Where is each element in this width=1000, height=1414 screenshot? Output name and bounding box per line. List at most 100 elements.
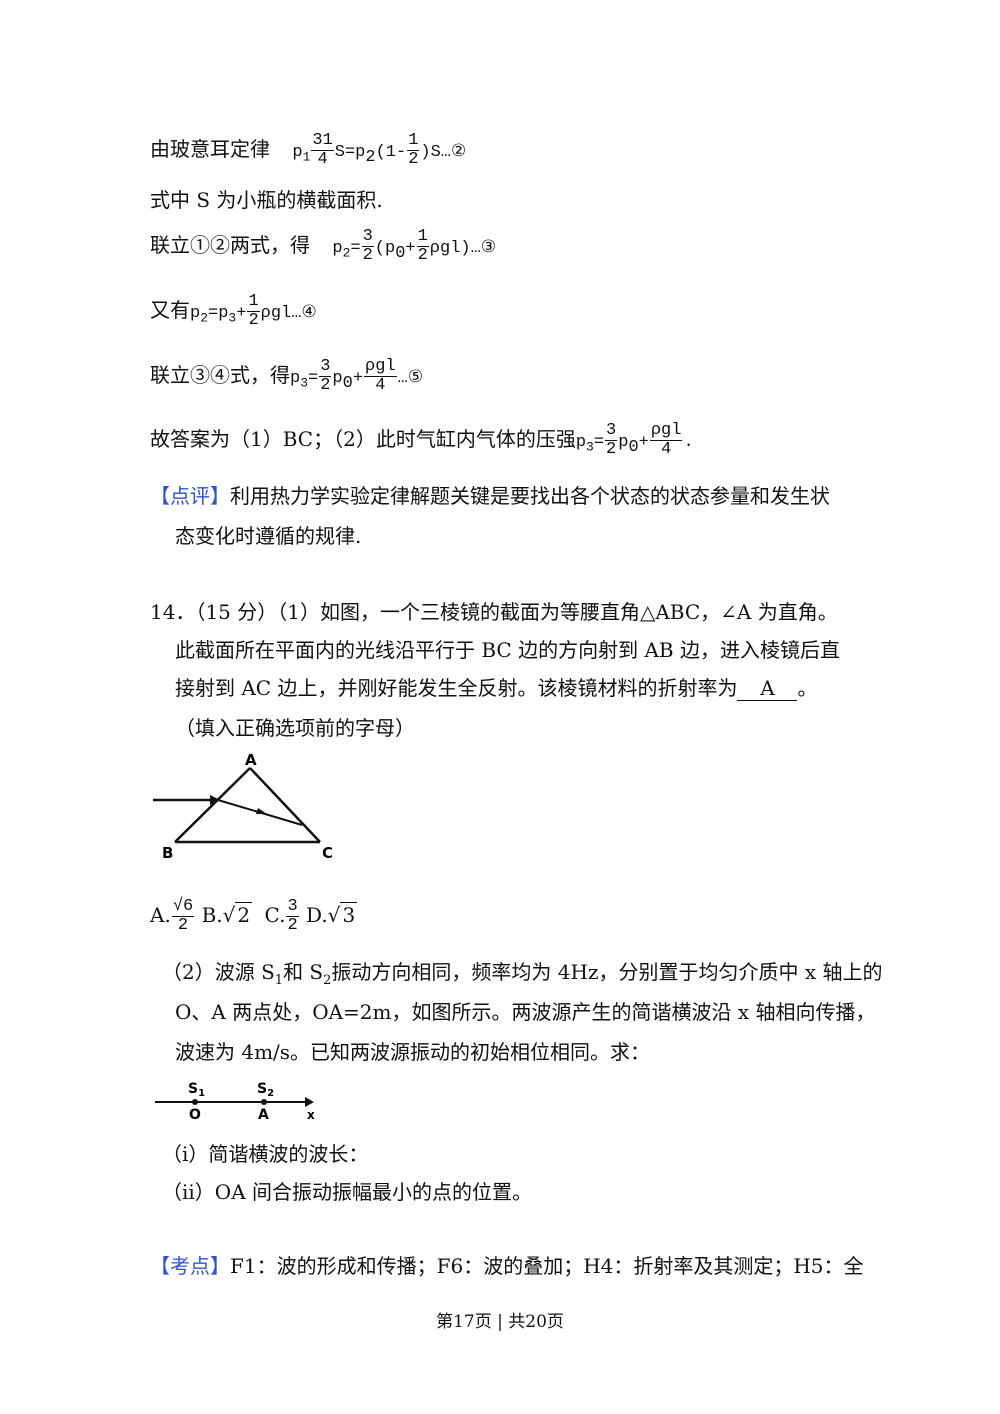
frac-num: 3: [361, 227, 374, 247]
review-line-1: 【点评】利用热力学实验定律解题关键是要找出各个状态的状态参量和发生状: [150, 484, 830, 508]
p0-sub: 0: [342, 373, 353, 393]
kaodian-tag: 【考点】: [150, 1254, 230, 1278]
p0-sub: 0: [628, 437, 639, 457]
s1-symbol: S: [188, 1081, 198, 1097]
q14-line-3-text: 接射到 AC 边上，并刚好能发生全反射。该棱镜材料的折射率为: [175, 676, 738, 700]
frac-num: 31: [311, 131, 334, 151]
frac-den: 2: [417, 245, 428, 265]
option-d-radicand: 3: [340, 901, 358, 927]
option-b-label: B.√: [201, 902, 236, 927]
option-b-radicand: 2: [235, 901, 253, 927]
plus-sign: +: [405, 238, 416, 258]
frac-den: 4: [375, 375, 386, 395]
formula-end: )S…②: [420, 142, 467, 162]
origin-o-label: O: [189, 1107, 201, 1123]
kaodian-text: F1：波的形成和传播；F6：波的叠加；H4：折射率及其测定；H5：全: [230, 1254, 864, 1278]
frac-den: 2: [287, 915, 298, 935]
sub-question-ii: （ii）OA 间合振动振幅最小的点的位置。: [162, 1180, 532, 1204]
answer-text: 故答案为（1）BC；（2）此时气缸内气体的压强: [150, 426, 576, 451]
vertex-a-label: A: [245, 751, 257, 769]
p2-sub: 2: [365, 147, 376, 167]
plus-sign: +: [352, 368, 364, 388]
vertex-b-label: B: [162, 844, 173, 862]
frac-num: √6: [171, 897, 195, 917]
frac-den: 2: [362, 245, 373, 265]
frac-num: 1: [247, 292, 260, 312]
option-d-label: D.√: [306, 902, 341, 927]
p-symbol: p: [190, 303, 201, 323]
combine-text: 联立③④式，得: [150, 362, 290, 387]
source-s2-dot: [261, 1099, 267, 1105]
eq-sign: =: [593, 432, 605, 452]
arrow-icon: [256, 808, 267, 814]
period: 。: [797, 676, 818, 700]
x-axis-diagram: S1 S2 O A x: [155, 1081, 315, 1123]
frac-num: ρgl: [364, 357, 397, 377]
q14-line-2: 此截面所在平面内的光线沿平行于 BC 边的方向射到 AB 边，进入棱镜后直: [175, 638, 840, 662]
s1-sub: 1: [274, 973, 284, 988]
frac-num: ρgl: [649, 421, 683, 441]
p3-formula: p3=: [290, 368, 318, 390]
formula-end: ρgl…④: [260, 303, 317, 323]
answer-blank: A: [737, 676, 798, 701]
p2-p3-formula: p2=p3+: [190, 303, 247, 326]
frac-den: 2: [408, 149, 419, 169]
frac-num: 3: [319, 357, 332, 377]
p0-sub: 0: [395, 243, 406, 263]
paren-open: (p: [374, 238, 396, 258]
area-note: 式中 S 为小瓶的横截面积.: [150, 188, 383, 212]
review-text: 利用热力学实验定律解题关键是要找出各个状态的状态参量和发生状: [230, 484, 830, 508]
paren-open: (1-: [375, 142, 407, 162]
s1-label: S1: [188, 1081, 205, 1099]
review-line-2: 态变化时遵循的规律.: [175, 524, 362, 548]
point-a-label: A: [258, 1107, 269, 1123]
prism-diagram: A B C: [153, 751, 333, 862]
formula-end: .: [683, 432, 694, 452]
frac-num: 1: [407, 131, 420, 151]
part2-line-2: O、A 两点处，OA=2m，如图所示。两波源产生的简谐横波沿 x 轴相向传播，: [175, 1000, 876, 1024]
review-tag: 【点评】: [150, 484, 230, 508]
eq-sign: =: [350, 238, 361, 258]
s2-label: S2: [257, 1081, 274, 1099]
p-sub: 3: [586, 439, 594, 455]
part2-text-a: （2）波源 S: [162, 960, 275, 984]
part2-line-3: 波速为 4m/s。已知两波源振动的初始相位相同。求：: [175, 1040, 651, 1064]
q14-line-4: （填入正确选项前的字母）: [175, 716, 415, 740]
p3-formula: p3=: [576, 432, 605, 455]
formula-p1: p1: [292, 142, 311, 165]
law-text: 由玻意耳定律: [150, 136, 270, 161]
option-c-label: C.: [264, 902, 286, 927]
p3-sub: 3: [228, 310, 237, 326]
vertex-c-label: C: [322, 844, 333, 862]
frac-den: 4: [661, 439, 672, 459]
part2-line-1: （2）波源 S1和 S2振动方向相同，频率均为 4Hz，分别置于均匀介质中 x …: [162, 960, 882, 989]
frac-num: 1: [416, 227, 429, 247]
p1-sub: 1: [302, 149, 311, 165]
frac-den: 2: [177, 915, 189, 935]
frac-den: 4: [317, 149, 328, 169]
plus-sign: +: [236, 303, 247, 323]
frac-den: 2: [320, 375, 331, 395]
p-symbol: p: [290, 368, 301, 388]
sub-question-i: （i）简谐横波的波长：: [162, 1142, 369, 1166]
kaodian-line: 【考点】F1：波的形成和传播；F6：波的叠加；H4：折射率及其测定；H5：全: [150, 1254, 864, 1278]
s2-sub: 2: [323, 973, 332, 988]
again-text: 又有: [150, 297, 190, 322]
part2-text-b: 和 S: [283, 960, 324, 984]
page-footer: 第17页 | 共20页: [436, 1312, 564, 1332]
eq-sign: =p: [208, 303, 229, 323]
p1-symbol: p: [292, 142, 303, 162]
